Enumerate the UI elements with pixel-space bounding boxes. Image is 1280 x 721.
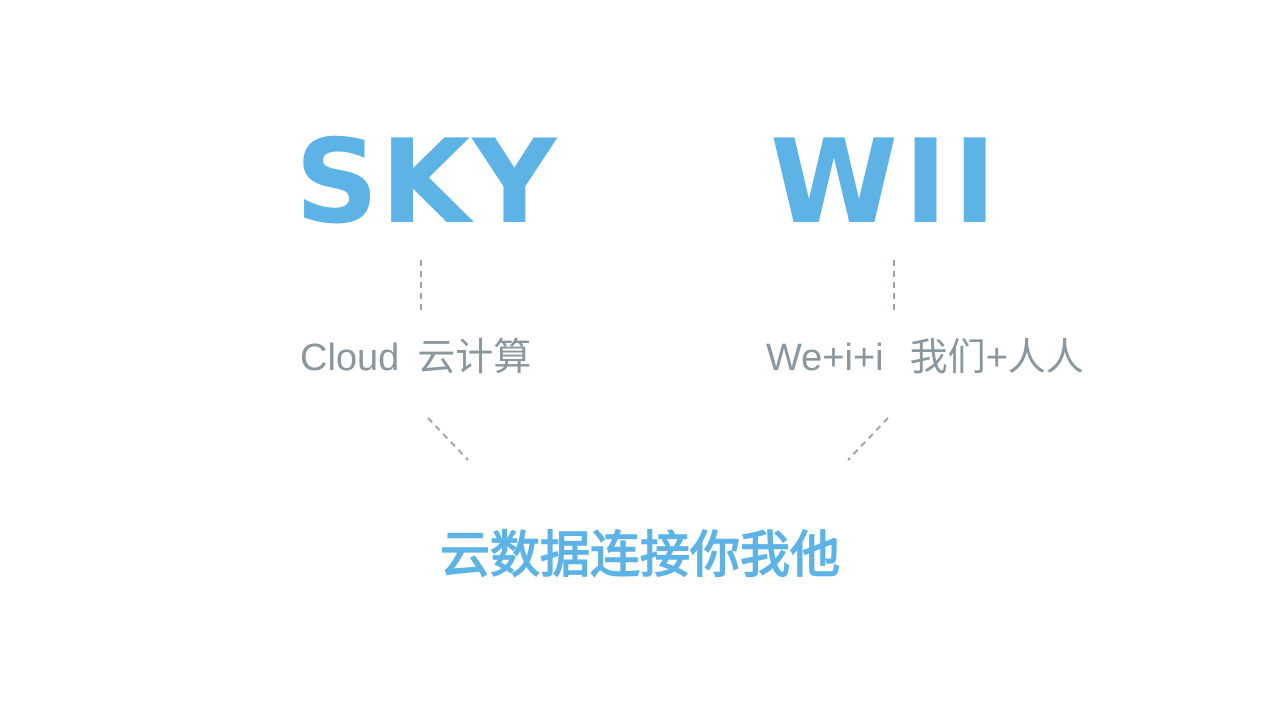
brand-sky: SKY	[295, 115, 559, 250]
dashed-connector-left	[420, 260, 422, 310]
slogan: 云数据连接你我他	[440, 526, 840, 584]
caption-left-english: Cloud	[300, 337, 400, 379]
caption-left: Cloud 云计算	[300, 330, 531, 386]
caption-right-english: We+i+i	[766, 337, 884, 379]
brand-wii: WII	[770, 115, 1003, 250]
dashed-connector-right	[893, 260, 895, 310]
caption-left-chinese: 云计算	[417, 337, 532, 379]
diagonal-connector-left	[427, 417, 469, 461]
caption-right: We+i+i 我们+人人	[766, 330, 1084, 386]
diagonal-connector-right	[847, 417, 889, 461]
caption-right-chinese: 我们+人人	[909, 337, 1084, 379]
